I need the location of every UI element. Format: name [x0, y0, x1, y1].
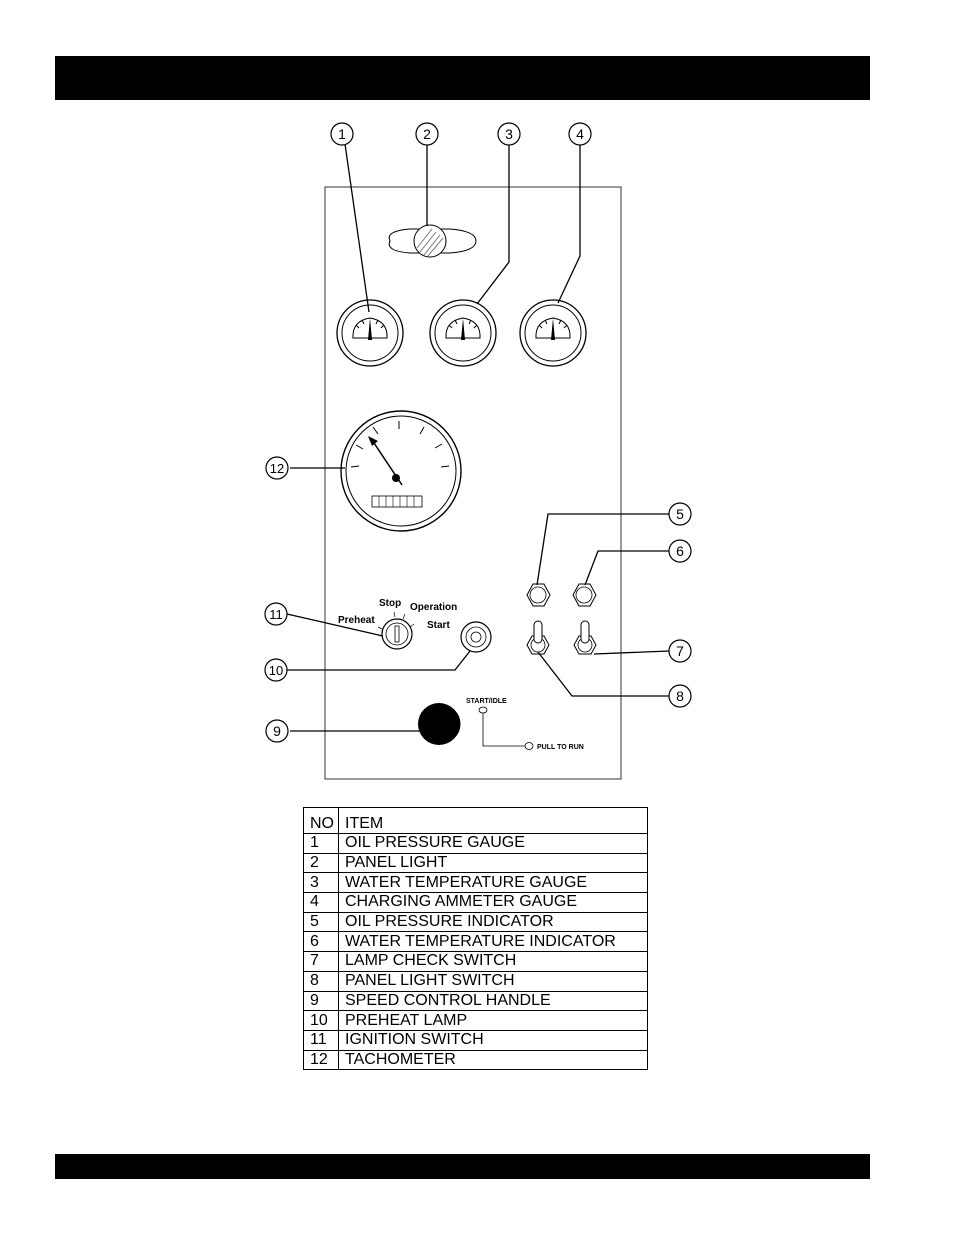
legend-header-no: NO — [303, 807, 339, 834]
row-item: PANEL LIGHT — [338, 852, 648, 874]
row-item: PREHEAT LAMP — [338, 1010, 648, 1031]
operation-label: Operation — [410, 602, 457, 613]
svg-text:4: 4 — [576, 126, 584, 142]
callout-8: 8 — [668, 684, 692, 708]
callout-10: 10 — [264, 658, 288, 682]
start-idle-label: START/IDLE — [466, 698, 507, 705]
callout-11: 11 — [264, 602, 288, 626]
callout-6: 6 — [668, 539, 692, 563]
ignition-switch: Preheat Stop Operation Start — [338, 598, 457, 650]
row-no: 8 — [303, 970, 339, 992]
row-no: 10 — [303, 1010, 339, 1031]
svg-text:9: 9 — [273, 723, 281, 739]
row-item: WATER TEMPERATURE GAUGE — [338, 872, 648, 894]
panel-light-switch — [526, 620, 550, 655]
row-item: PANEL LIGHT SWITCH — [338, 970, 648, 992]
preheat-lamp — [460, 621, 492, 653]
speed-control-handle — [418, 703, 461, 745]
charging-ammeter-gauge — [519, 299, 587, 367]
row-no: 7 — [303, 951, 339, 972]
row-item: WATER TEMPERATURE INDICATOR — [338, 931, 648, 953]
row-item: TACHOMETER — [338, 1049, 648, 1071]
row-item: OIL PRESSURE INDICATOR — [338, 911, 648, 933]
svg-text:5: 5 — [676, 506, 684, 522]
tachometer — [340, 410, 462, 532]
water-temperature-gauge — [429, 299, 497, 367]
row-no: 5 — [303, 911, 339, 933]
row-item: SPEED CONTROL HANDLE — [338, 990, 648, 1012]
pull-to-run-label: PULL TO RUN — [537, 744, 584, 751]
row-no: 1 — [303, 833, 339, 854]
row-item: LAMP CHECK SWITCH — [338, 951, 648, 972]
svg-text:2: 2 — [423, 126, 431, 142]
row-item: CHARGING AMMETER GAUGE — [338, 892, 648, 913]
row-no: 4 — [303, 892, 339, 913]
header-bar — [55, 56, 870, 100]
legend-header-row: NO ITEM — [303, 807, 648, 834]
control-panel-diagram: Preheat Stop Operation Start START/IDLE … — [264, 122, 692, 780]
callout-4: 4 — [568, 122, 592, 146]
lamp-check-switch — [573, 620, 597, 655]
panel-outline — [324, 186, 622, 780]
row-no: 11 — [303, 1029, 339, 1051]
throttle-guide: START/IDLE PULL TO RUN — [466, 698, 584, 751]
callout-3: 3 — [497, 122, 521, 146]
water-temperature-indicator — [572, 583, 597, 607]
svg-text:6: 6 — [676, 543, 684, 559]
svg-text:8: 8 — [676, 688, 684, 704]
callout-1: 1 — [330, 122, 354, 146]
svg-text:10: 10 — [269, 663, 283, 678]
row-no: 12 — [303, 1049, 339, 1071]
callout-9: 9 — [265, 719, 289, 743]
row-no: 3 — [303, 872, 339, 894]
svg-text:7: 7 — [676, 643, 684, 659]
svg-text:12: 12 — [270, 461, 284, 476]
stop-label: Stop — [379, 598, 401, 609]
oil-pressure-gauge — [336, 299, 404, 367]
oil-pressure-indicator — [526, 583, 551, 607]
start-label: Start — [427, 620, 450, 631]
row-no: 9 — [303, 990, 339, 1012]
row-no: 2 — [303, 852, 339, 874]
preheat-label: Preheat — [338, 615, 375, 626]
svg-text:3: 3 — [505, 126, 513, 142]
callout-5: 5 — [668, 502, 692, 526]
callout-12: 12 — [265, 456, 289, 480]
leader-lines — [286, 143, 670, 732]
panel-light — [388, 224, 477, 258]
svg-text:11: 11 — [269, 607, 283, 622]
footer-bar — [55, 1154, 870, 1179]
row-item: OIL PRESSURE GAUGE — [338, 833, 648, 854]
svg-text:1: 1 — [338, 126, 346, 142]
callout-2: 2 — [415, 122, 439, 146]
row-no: 6 — [303, 931, 339, 953]
callout-7: 7 — [668, 639, 692, 663]
legend-header-item: ITEM — [338, 807, 648, 834]
row-item: IGNITION SWITCH — [338, 1029, 648, 1051]
